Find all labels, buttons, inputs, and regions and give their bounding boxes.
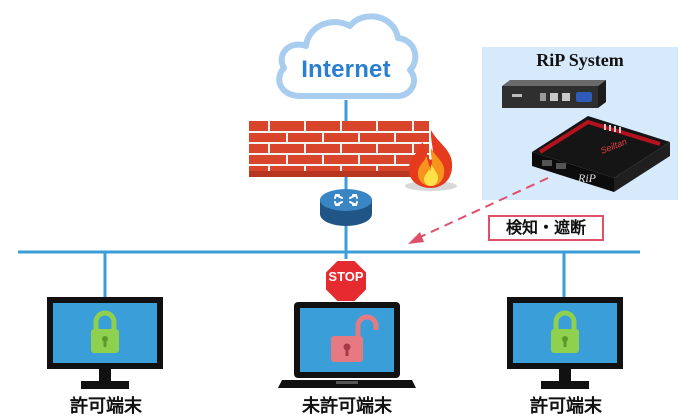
blocked-terminal-laptop — [278, 302, 416, 388]
allowed-terminal-left — [47, 297, 163, 389]
rip-system-title: RiP System — [536, 50, 624, 70]
detection-label: 検知・遮断 — [488, 215, 604, 241]
internet-cloud — [276, 13, 419, 100]
device-model-text: RiP — [577, 171, 597, 185]
terminal-label-center: 未許可端末 — [302, 396, 392, 417]
lock-icon — [551, 310, 579, 353]
fire-icon — [405, 130, 457, 191]
terminal-label-left: 許可端末 — [70, 396, 142, 417]
mini-pc-device — [502, 80, 606, 108]
rip-appliance-device: Seiltan RiP — [532, 116, 670, 192]
allowed-terminal-right — [507, 297, 623, 389]
router-icon — [320, 189, 372, 226]
stop-label: STOP — [328, 269, 364, 284]
lock-icon — [91, 310, 119, 353]
unlocked-lock-icon — [331, 314, 379, 362]
firewall — [249, 121, 429, 177]
terminal-label-right: 許可端末 — [530, 396, 602, 417]
internet-label: Internet — [301, 56, 391, 83]
